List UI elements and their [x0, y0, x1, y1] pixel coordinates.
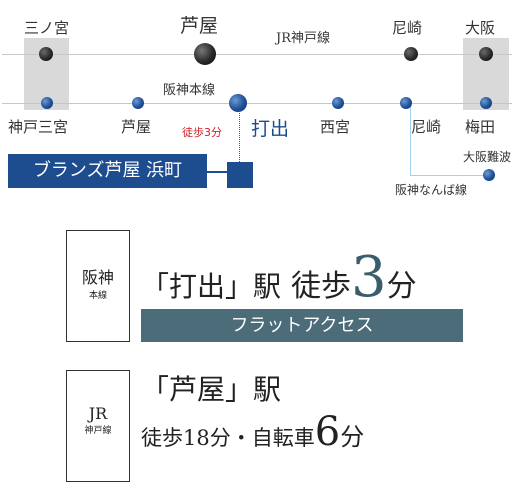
access1-station: 「打出」駅: [141, 270, 282, 303]
walk-route-line: [239, 110, 240, 162]
hanshin-station-amagasaki-dot: [400, 97, 412, 109]
jr-station-ashiya-dot: [194, 43, 216, 65]
hanshin-station-ashiya-dot: [132, 97, 144, 109]
hanshin-station-sannomiya-dot: [41, 97, 53, 109]
hanshin-line-label: 阪神本線: [163, 83, 216, 98]
hanshin-station-amagasaki-label: 尼崎: [411, 118, 442, 136]
namba-branch-vertical: [410, 103, 411, 175]
property-connector: [207, 171, 229, 173]
hanshin-station-ashiya-label: 芦屋: [121, 118, 152, 136]
namba-line-label: 阪神なんば線: [395, 183, 468, 197]
hanshin-station-sannomiya-label: 神戸三宮: [8, 118, 69, 136]
access1-walk-prefix: 徒歩: [291, 269, 352, 304]
flat-access-bar: フラットアクセス: [141, 309, 463, 342]
property-name-label: ブランズ芦屋 浜町: [8, 154, 207, 188]
walk-time-label: 徒歩3分: [182, 126, 222, 139]
jr-station-sannomiya-dot: [39, 47, 53, 61]
property-marker: [227, 162, 253, 188]
hanshin-station-uchide-dot: [229, 94, 247, 112]
hanshin-tag-main: 阪神: [81, 268, 114, 287]
jr-line-tag: JR 神戸線: [66, 370, 130, 482]
hanshin-station-nishinomiya-dot: [332, 97, 344, 109]
hanshin-line-tag: 阪神 本線: [66, 230, 130, 342]
access1-heading: 「打出」駅徒歩3分: [141, 250, 417, 306]
access2-bike-unit: 分: [340, 423, 365, 451]
hanshin-station-umeda-dot: [480, 97, 492, 109]
jr-station-sannomiya-label: 三ノ宮: [24, 19, 70, 37]
access1-walk-unit: 分: [386, 269, 417, 304]
hanshin-station-umeda-label: 梅田: [465, 118, 496, 136]
jr-kobe-line: [2, 54, 512, 55]
hanshin-tag-sub: 本線: [88, 291, 107, 301]
jr-station-osaka-dot: [479, 47, 493, 61]
access2-detail: 徒歩18分・自転車6分: [141, 412, 364, 452]
hanshin-station-uchide-label: 打出: [251, 118, 290, 140]
namba-station-label: 大阪難波: [463, 150, 512, 164]
access1-walk-minutes: 3: [351, 245, 387, 310]
jr-station-ashiya-label: 芦屋: [180, 15, 219, 37]
jr-line-label: JR神戸線: [276, 31, 330, 46]
jr-station-osaka-label: 大阪: [465, 19, 496, 37]
hanshin-station-nishinomiya-label: 西宮: [320, 118, 351, 136]
jr-tag-sub: 神戸線: [84, 426, 112, 436]
jr-station-amagasaki-dot: [404, 47, 418, 61]
access2-station: 「芦屋」駅: [141, 373, 282, 406]
namba-branch-horizontal: [410, 175, 490, 176]
namba-station-dot: [483, 169, 495, 181]
access2-detail-text: 徒歩18分・自転車: [141, 426, 315, 450]
access2-bike-minutes: 6: [314, 409, 341, 455]
hanshin-main-line: [2, 103, 512, 104]
jr-station-amagasaki-label: 尼崎: [392, 19, 423, 37]
jr-tag-main: JR: [88, 404, 108, 423]
